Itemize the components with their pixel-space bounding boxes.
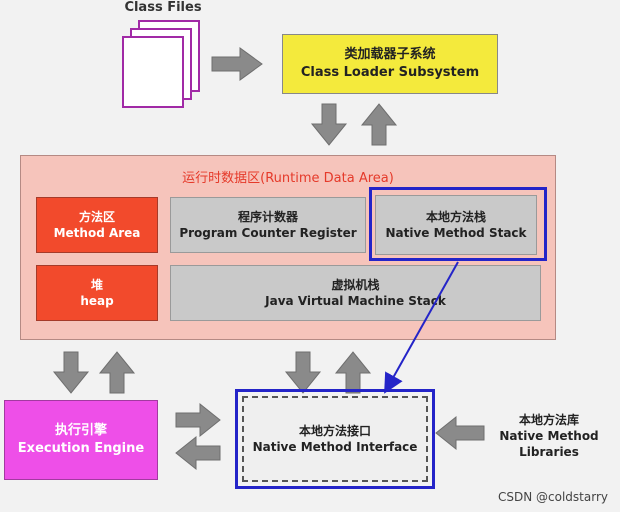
native-method-stack-zh: 本地方法栈	[425, 209, 486, 224]
arrow-up-icon	[98, 351, 136, 394]
jvm-stack-en: Java Virtual Machine Stack	[265, 294, 446, 308]
arrow-down-icon	[284, 351, 322, 394]
arrow-right-icon	[211, 47, 263, 81]
arrow-left-icon	[175, 435, 221, 471]
execution-engine-zh: 执行引擎	[54, 423, 107, 439]
native-method-stack: 本地方法栈 Native Method Stack	[375, 195, 537, 255]
execution-engine: 执行引擎 Execution Engine	[4, 400, 158, 480]
arrow-down-icon	[52, 351, 90, 394]
native-method-libraries-zh: 本地方法库	[518, 413, 579, 427]
method-area-en: Method Area	[53, 226, 141, 240]
class-loader-zh: 类加载器子系统	[344, 47, 436, 63]
execution-engine-en: Execution Engine	[17, 441, 145, 456]
native-method-libraries-en-1: Native Method	[499, 429, 599, 444]
class-loader-en: Class Loader Subsystem	[300, 65, 480, 80]
class-file-sheet	[122, 36, 184, 108]
arrow-right-icon	[175, 402, 221, 438]
heap-zh: 堆	[90, 277, 103, 292]
native-method-stack-highlight	[369, 187, 547, 261]
arrow-up-icon	[334, 351, 372, 394]
native-method-libraries: 本地方法库 Native Method Libraries	[484, 412, 614, 461]
program-counter-zh: 程序计数器	[237, 209, 298, 224]
program-counter-en: Program Counter Register	[179, 226, 357, 240]
native-method-interface-zh: 本地方法接口	[298, 423, 371, 438]
native-method-interface: 本地方法接口 Native Method Interface	[242, 396, 428, 482]
heap-en: heap	[80, 294, 114, 308]
native-method-interface-en: Native Method Interface	[252, 440, 418, 454]
native-method-libraries-en-2: Libraries	[519, 445, 579, 460]
runtime-data-area-title: 运行时数据区(Runtime Data Area)	[182, 171, 394, 186]
arrow-up-icon	[360, 103, 398, 146]
program-counter-register: 程序计数器 Program Counter Register	[170, 197, 366, 253]
heap: 堆 heap	[36, 265, 158, 321]
class-files-stack	[0, 0, 220, 120]
arrow-left-icon	[435, 415, 485, 451]
class-loader-subsystem: 类加载器子系统 Class Loader Subsystem	[282, 34, 498, 94]
native-method-stack-en: Native Method Stack	[385, 226, 527, 240]
jvm-stack-zh: 虚拟机栈	[331, 277, 380, 292]
arrow-down-icon	[310, 103, 348, 146]
class-files-label: Class Files	[124, 0, 202, 15]
java-virtual-machine-stack: 虚拟机栈 Java Virtual Machine Stack	[170, 265, 541, 321]
method-area-zh: 方法区	[78, 209, 115, 224]
watermark: CSDN @coldstarry	[498, 490, 608, 504]
native-method-interface-highlight	[235, 389, 435, 489]
method-area: 方法区 Method Area	[36, 197, 158, 253]
